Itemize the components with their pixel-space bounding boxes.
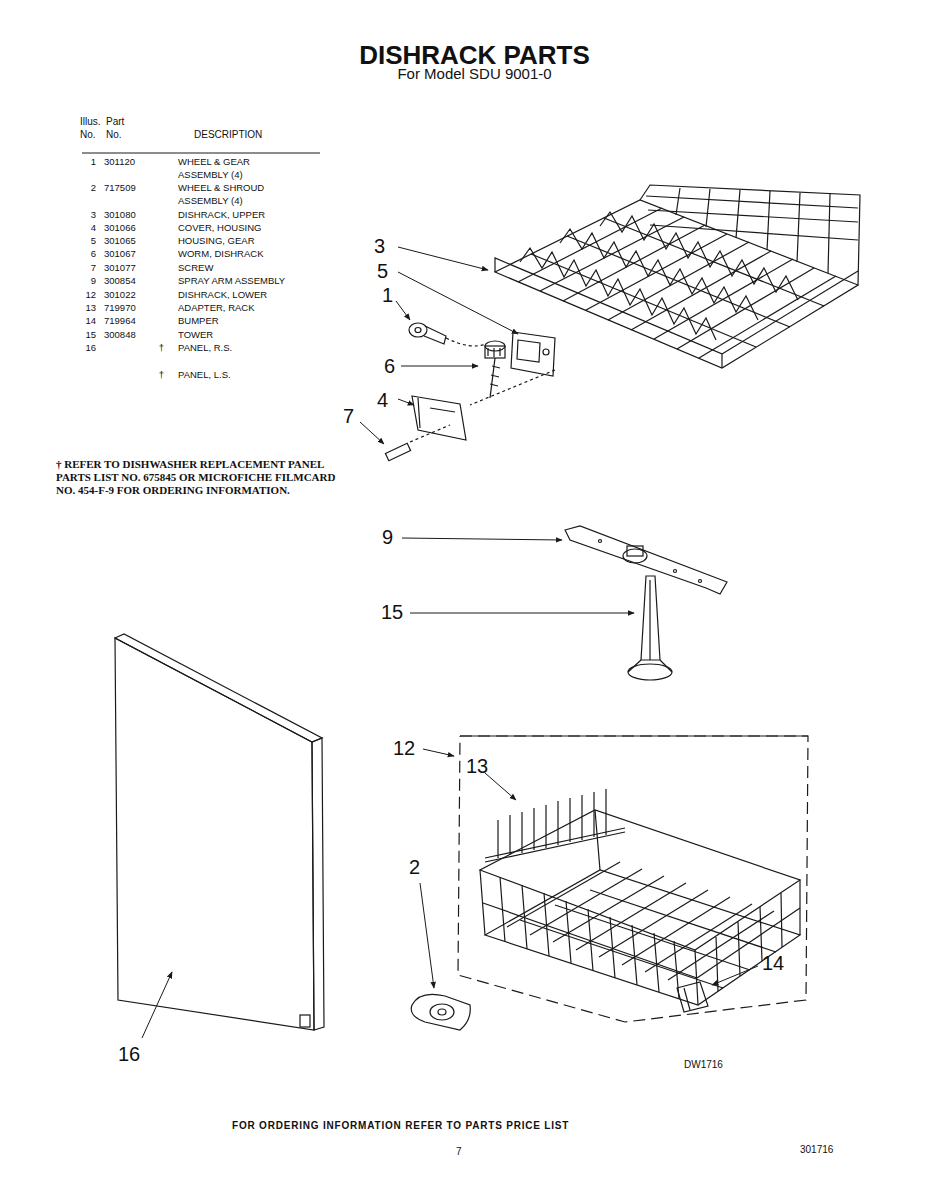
lower-rack <box>480 810 800 1005</box>
table-cell: WHEEL & GEAR ASSEMBLY (4) <box>178 155 286 181</box>
footnote: † REFER TO DISHWASHER REPLACEMENT PANEL … <box>56 458 356 497</box>
table-cell: SPRAY ARM ASSEMBLY <box>178 274 285 287</box>
table-cell: SCREW <box>178 261 213 274</box>
table-cell: 300848 <box>104 328 136 341</box>
callout-number: 16 <box>118 1042 140 1066</box>
table-cell: 301066 <box>104 221 136 234</box>
panel <box>115 634 324 1030</box>
table-cell: 301022 <box>104 288 136 301</box>
table-cell: 9 <box>70 274 96 287</box>
model-subtitle: For Model SDU 9001-0 <box>0 64 949 84</box>
table-cell: 13 <box>70 301 96 314</box>
table-cell: 12 <box>70 288 96 301</box>
callout-number: 15 <box>381 600 403 624</box>
callout-number: 5 <box>377 259 388 283</box>
table-cell: TOWER <box>178 328 213 341</box>
callout-number: 13 <box>466 754 488 778</box>
table-cell: HOUSING, GEAR <box>178 234 255 247</box>
callout-number: 14 <box>762 951 784 975</box>
callout-number: 1 <box>382 283 393 307</box>
callout-number: 2 <box>409 855 420 879</box>
table-header: DESCRIPTION <box>194 128 262 141</box>
table-cell: 1 <box>70 155 96 168</box>
drawing-number: DW1716 <box>684 1058 723 1071</box>
table-cell: COVER, HOUSING <box>178 221 261 234</box>
callout-number: 9 <box>382 525 393 549</box>
table-cell: 301077 <box>104 261 136 274</box>
document-number: 301716 <box>800 1143 833 1156</box>
footer-note: FOR ORDERING INFORMATION REFER TO PARTS … <box>232 1119 569 1132</box>
table-cell: WHEEL & SHROUD ASSEMBLY (4) <box>178 181 286 207</box>
table-cell: 16 <box>70 341 96 354</box>
table-cell: 14 <box>70 314 96 327</box>
callout-number: 6 <box>384 354 395 378</box>
table-cell: ADAPTER, RACK <box>178 301 255 314</box>
table-cell: 15 <box>70 328 96 341</box>
table-cell: 301080 <box>104 208 136 221</box>
table-cell: 7 <box>70 261 96 274</box>
leader-lines <box>142 247 758 1038</box>
table-cell: PANEL, R.S. <box>178 341 232 354</box>
table-cell: † <box>138 368 164 381</box>
rack-adapter <box>485 789 625 862</box>
table-cell: DISHRACK, LOWER <box>178 288 267 301</box>
table-header: Part No. <box>106 115 136 141</box>
callout-number: 3 <box>374 234 385 258</box>
bumper <box>677 982 708 1012</box>
callout-number: 12 <box>393 736 415 760</box>
table-cell: 301067 <box>104 247 136 260</box>
table-cell: † <box>138 341 164 354</box>
table-cell: WORM, DISHRACK <box>178 247 264 260</box>
table-cell: 717509 <box>104 181 136 194</box>
table-cell: PANEL, L.S. <box>178 368 231 381</box>
callout-number: 7 <box>343 404 354 428</box>
wheel-shroud <box>411 994 470 1030</box>
callout-number: 4 <box>377 388 388 412</box>
table-cell: 301065 <box>104 234 136 247</box>
table-cell: 300854 <box>104 274 136 287</box>
table-cell: 719964 <box>104 314 136 327</box>
table-cell: DISHRACK, UPPER <box>178 208 265 221</box>
table-cell: 6 <box>70 247 96 260</box>
table-cell: 4 <box>70 221 96 234</box>
table-cell: 3 <box>70 208 96 221</box>
upper-rack <box>495 185 860 368</box>
tower <box>628 576 672 680</box>
table-cell: 2 <box>70 181 96 194</box>
gear-parts <box>385 323 555 461</box>
table-cell: 719970 <box>104 301 136 314</box>
table-cell: 5 <box>70 234 96 247</box>
table-cell: 301120 <box>104 155 135 168</box>
table-cell: BUMPER <box>178 314 219 327</box>
page-number: 7 <box>456 1145 462 1158</box>
